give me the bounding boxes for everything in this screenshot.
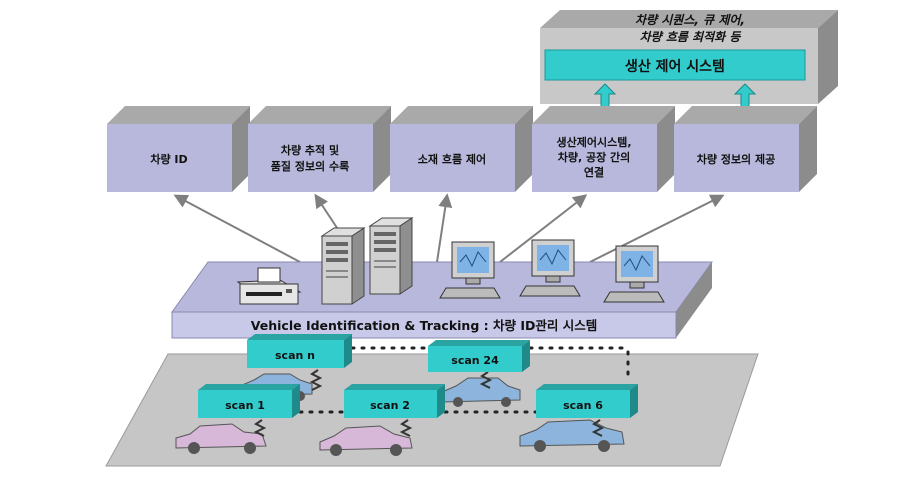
production-control-system-box: 차량 시퀀스, 큐 제어, 차량 흐름 최적화 등 생산 제어 시스템 (540, 10, 838, 104)
function-box-vehicle-id: 차량 ID (107, 106, 250, 192)
scanner-label-scan-6: scan 6 (563, 399, 603, 412)
function-box-vehicle-id-line1: 차량 ID (150, 152, 187, 166)
platform-label: Vehicle Identification & Tracking : 차량 I… (251, 318, 597, 333)
scanner-box-scan-6: scan 6 (536, 384, 638, 418)
arrow-to-vehicle-id (173, 194, 301, 263)
scanner-label-scan-1: scan 1 (225, 399, 265, 412)
production-note-line2: 차량 흐름 최적화 등 (640, 30, 742, 44)
computer-icon-2 (519, 239, 581, 297)
server-icon-right (368, 217, 414, 295)
scanner-box-scan-2: scan 2 (344, 384, 445, 418)
function-box-connection-line2: 차량, 공장 간의 (558, 150, 631, 164)
arrow-to-connection (499, 194, 588, 263)
function-box-connection-line1: 생산제어시스템, (556, 135, 631, 149)
function-box-tracking-quality-line2: 품질 정보의 수록 (271, 159, 350, 173)
function-box-vehicle-info: 차량 정보의 제공 (674, 106, 817, 192)
platform-arrows (173, 193, 725, 263)
scanner-box-scan-n: scan n (247, 334, 352, 368)
function-box-tracking-quality-line1: 차량 추적 및 (281, 143, 339, 157)
arrow-to-material-flow (436, 193, 453, 263)
function-box-tracking-quality: 차량 추적 및 품질 정보의 수록 (248, 106, 391, 192)
scanner-label-scan-n: scan n (275, 349, 315, 362)
scanner-label-scan-24: scan 24 (451, 354, 499, 367)
function-box-connection: 생산제어시스템, 차량, 공장 간의 연결 (532, 106, 675, 192)
scanner-dotted-links (298, 346, 630, 414)
car-icon-2 (319, 425, 413, 456)
production-note-line1: 차량 시퀀스, 큐 제어, (635, 13, 745, 27)
computer-icon-3 (603, 245, 665, 303)
function-box-material-flow-line1: 소재 흐름 제어 (418, 152, 486, 166)
arrow-to-vehicle-info (589, 194, 725, 263)
computer-icon-1 (439, 241, 501, 299)
function-box-vehicle-info-line1: 차량 정보의 제공 (697, 152, 776, 166)
scanner-box-scan-24: scan 24 (428, 340, 530, 372)
car-icon-5 (441, 377, 521, 407)
function-box-material-flow: 소재 흐름 제어 (390, 106, 533, 192)
scan-signal-zigzags (253, 369, 605, 437)
server-icon-left (320, 227, 366, 305)
car-icon-1 (175, 423, 267, 454)
production-control-label-box (544, 49, 806, 81)
tracking-platform: Vehicle Identification & Tracking : 차량 I… (171, 261, 713, 339)
production-control-label: 생산 제어 시스템 (625, 58, 725, 75)
scanner-label-scan-2: scan 2 (370, 399, 410, 412)
printer-icon (236, 267, 302, 305)
function-box-connection-line3: 연결 (584, 165, 604, 179)
scanner-box-scan-1: scan 1 (198, 384, 300, 418)
